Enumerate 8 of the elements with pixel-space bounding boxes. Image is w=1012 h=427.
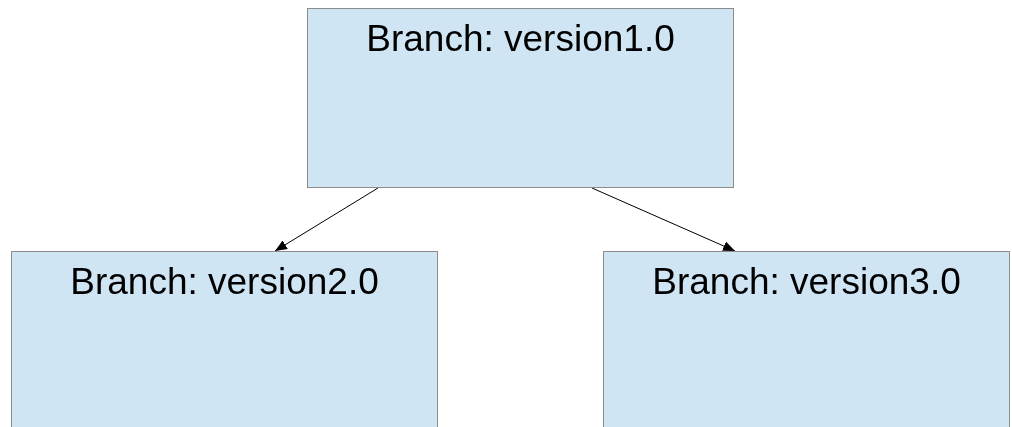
branch-box [11,251,438,427]
branch-label: Branch: version2.0 [70,262,379,303]
branch-box [603,251,1010,427]
branch-label: Branch: version3.0 [652,262,961,303]
branch-box [307,8,734,188]
branch-label: Branch: version1.0 [366,19,675,60]
arrow [591,187,736,252]
arrow [274,187,379,252]
